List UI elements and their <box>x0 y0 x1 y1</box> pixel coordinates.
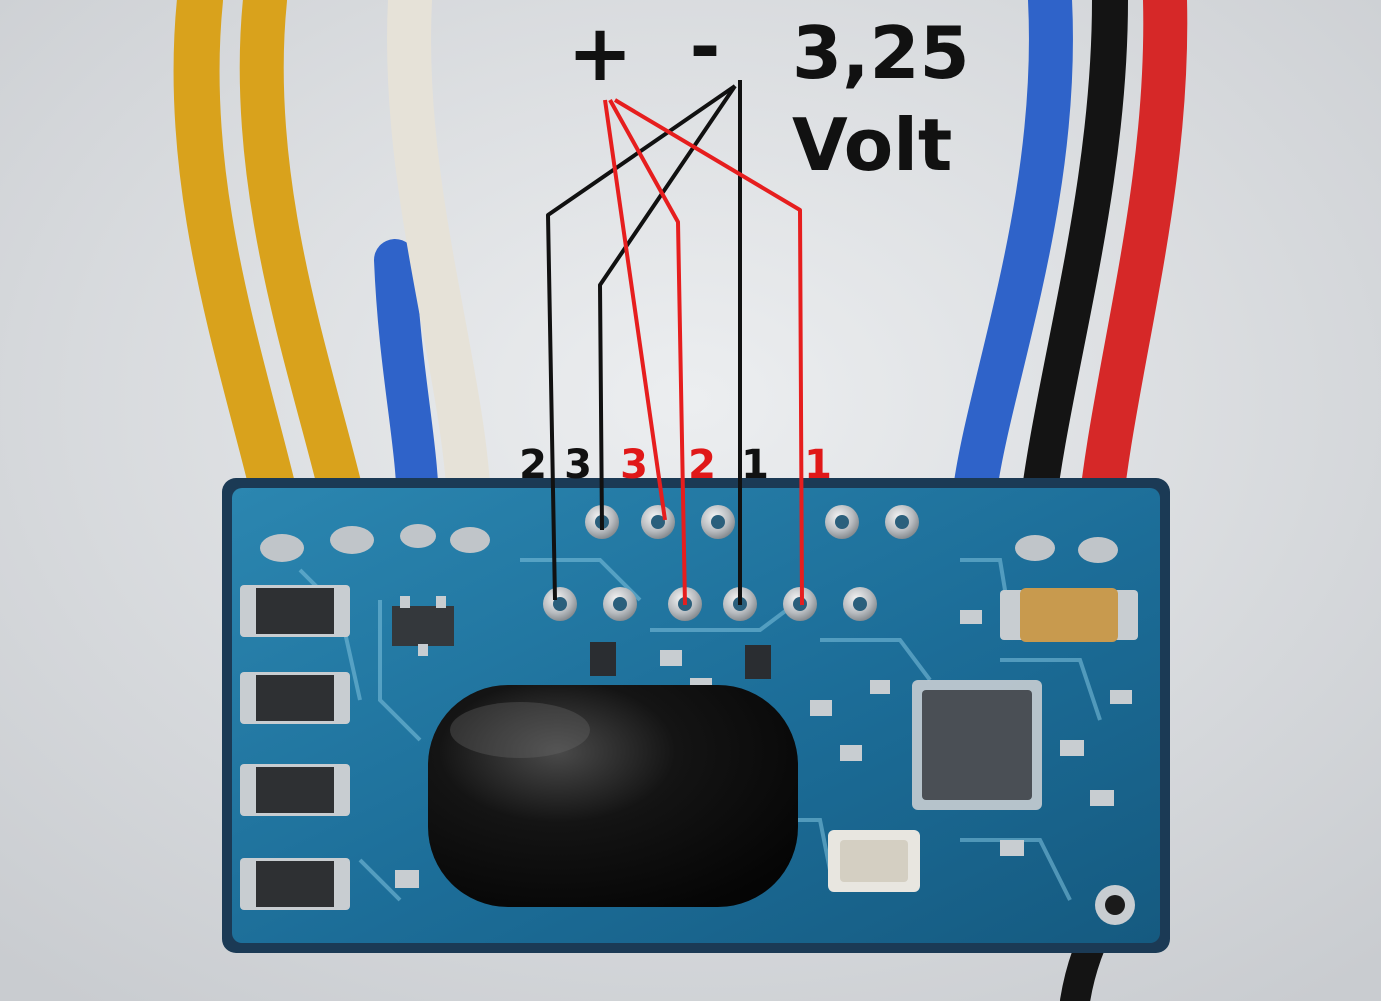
wire-yellow-1 <box>173 0 308 563</box>
pad-hole <box>895 515 909 529</box>
pad-hole <box>613 597 627 611</box>
crystal-oscillator <box>828 830 920 892</box>
diode-1 <box>240 585 350 637</box>
pad-hole <box>853 597 867 611</box>
smd-diodes <box>240 585 350 910</box>
wire-yellow-2 <box>239 0 372 552</box>
pin-number-label: 2 <box>519 442 547 488</box>
neg-line-pin3 <box>598 84 737 531</box>
voltage-unit-label: Volt <box>792 103 952 187</box>
diode-3 <box>240 764 350 816</box>
pad-hole <box>835 515 849 529</box>
pin-number-label: 2 <box>688 442 716 488</box>
diode-4 <box>240 858 350 910</box>
electrolytic-capacitor <box>428 685 798 907</box>
pin-number-label: 1 <box>804 442 832 488</box>
tantalum-capacitor <box>1000 588 1138 642</box>
pad-hole <box>711 515 725 529</box>
voltage-value-label: 3,25 <box>792 11 970 95</box>
wire-red-right <box>1076 0 1188 557</box>
pad-hole <box>553 597 567 611</box>
pin-number-label: 1 <box>741 442 769 488</box>
pin-number-label: 3 <box>620 442 648 488</box>
small-smd-components <box>395 610 1132 888</box>
sot-transistor <box>392 596 454 656</box>
wire-solder-joints <box>260 524 1118 563</box>
wire-white <box>387 0 492 552</box>
pos-line-pin2 <box>608 99 687 606</box>
pos-line-pin1 <box>613 98 804 606</box>
annotation-lines <box>546 80 804 606</box>
plus-label: + <box>567 9 632 99</box>
pad-hole <box>651 515 665 529</box>
wire-blue-right <box>953 0 1073 512</box>
pos-line-pin3 <box>603 99 667 521</box>
pin-number-label: 3 <box>564 442 592 488</box>
diode-2 <box>240 672 350 724</box>
wire-black-right <box>1017 0 1128 548</box>
minus-label: - <box>690 4 721 90</box>
qfn-chip <box>912 680 1042 810</box>
neg-line-pin2 <box>546 84 737 601</box>
